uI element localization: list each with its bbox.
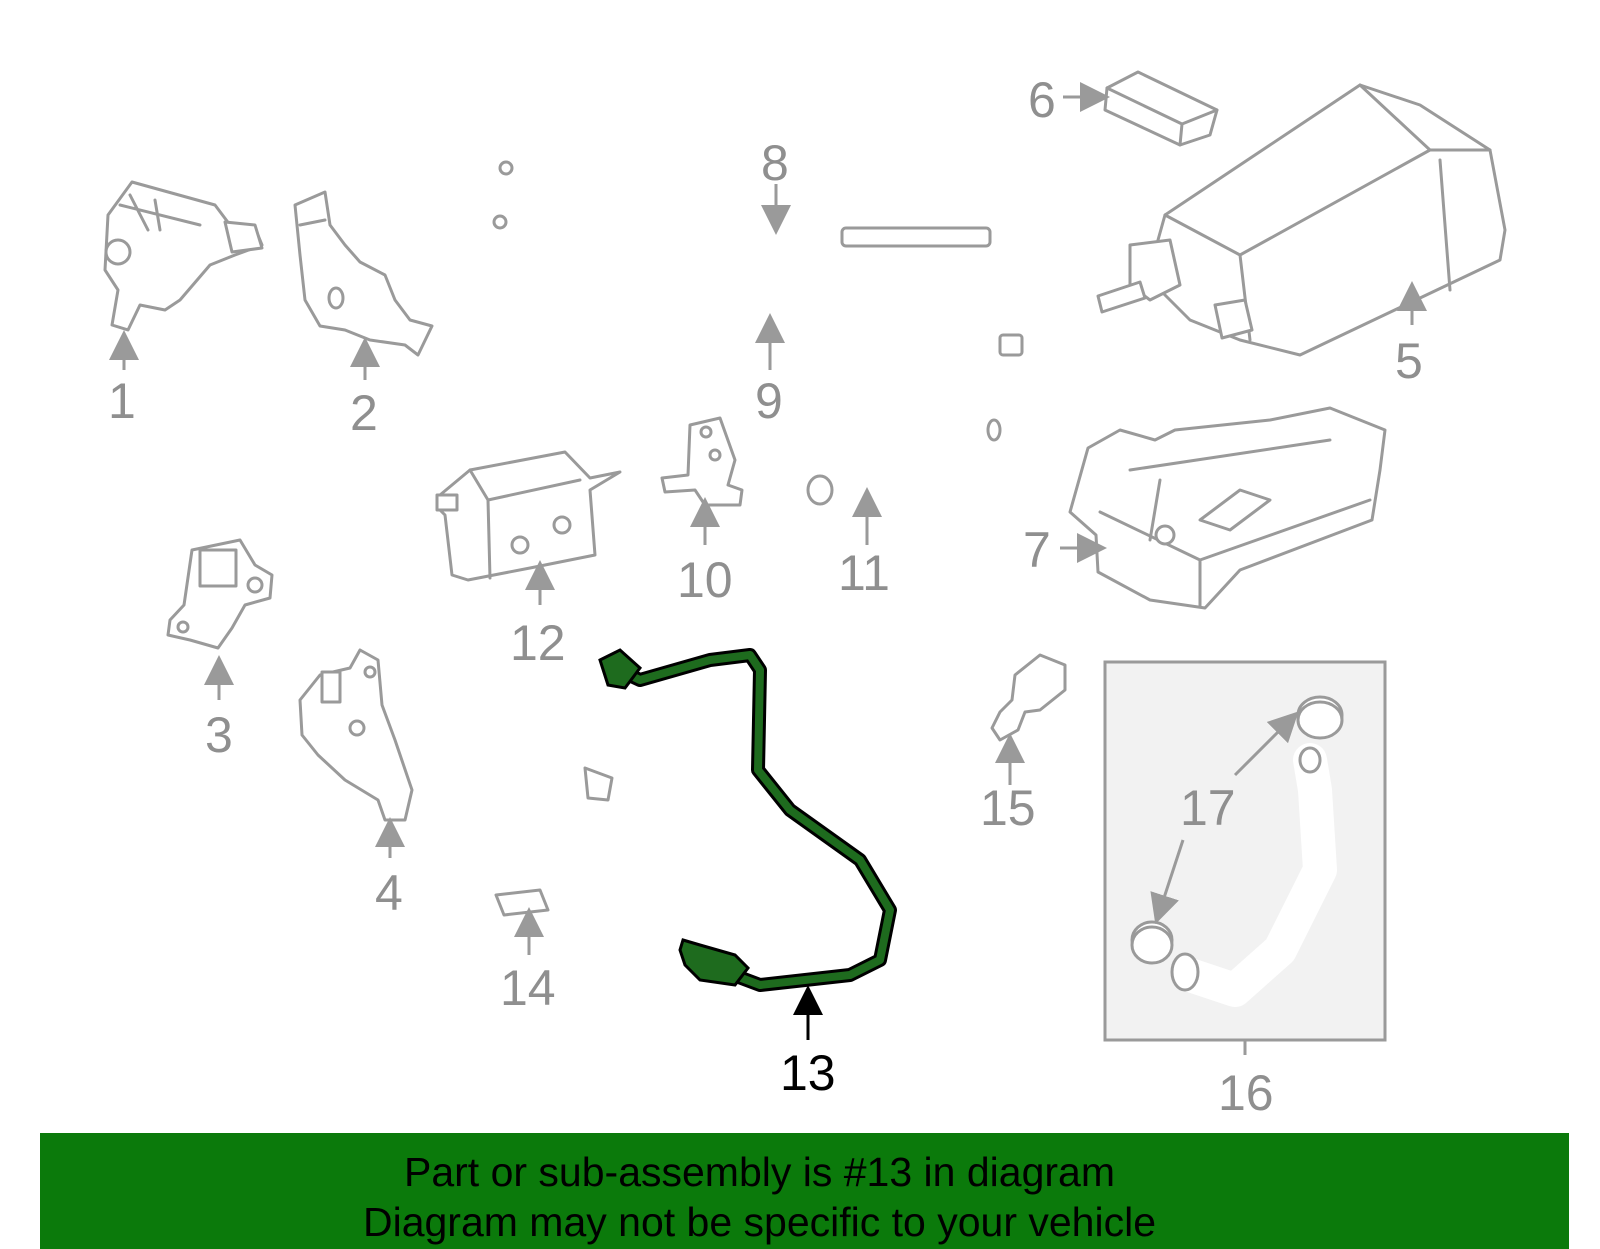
part-14-oxygen-sensor bbox=[494, 757, 614, 917]
callout-label-8: 8 bbox=[761, 135, 789, 191]
callout-14: 14 bbox=[500, 907, 556, 1016]
part-4-valve bbox=[298, 648, 414, 822]
callout-10: 10 bbox=[677, 497, 733, 608]
banner-line-1: Part or sub-assembly is #13 in diagram bbox=[404, 1149, 1115, 1195]
callout-label-6: 6 bbox=[1028, 72, 1056, 128]
callout-13: 13 bbox=[780, 985, 836, 1101]
callout-6: 6 bbox=[1028, 72, 1110, 128]
callout-15: 15 bbox=[980, 733, 1036, 836]
part-11-hose bbox=[806, 418, 1002, 506]
callout-label-7: 7 bbox=[1023, 522, 1051, 578]
part-12-module bbox=[435, 450, 622, 582]
part-10-valve bbox=[660, 416, 744, 507]
callout-17: 17 bbox=[1150, 711, 1299, 925]
callout-1: 1 bbox=[108, 330, 139, 429]
callout-8: 8 bbox=[761, 135, 791, 235]
callout-label-14: 14 bbox=[500, 960, 556, 1016]
part-13-oxygen-sensor bbox=[598, 648, 897, 992]
callout-label-4: 4 bbox=[375, 865, 403, 921]
callout-7: 7 bbox=[1023, 522, 1107, 578]
part-2-bracket bbox=[293, 190, 434, 357]
callout-9: 9 bbox=[755, 313, 785, 429]
part-17-clamp bbox=[1130, 695, 1344, 965]
part-16-hose-kit bbox=[1103, 660, 1387, 1042]
callout-11: 11 bbox=[838, 487, 890, 601]
callout-label-16: 16 bbox=[1218, 1065, 1274, 1121]
callout-3: 3 bbox=[204, 655, 234, 763]
callout-5: 5 bbox=[1395, 281, 1427, 389]
part-6-filter bbox=[1103, 70, 1219, 147]
callout-16: 16 bbox=[1218, 1040, 1274, 1121]
callout-label-2: 2 bbox=[350, 385, 378, 441]
callout-12: 12 bbox=[510, 560, 566, 671]
part-7-tray bbox=[1068, 406, 1387, 610]
callout-2: 2 bbox=[350, 337, 380, 441]
part-9-tube bbox=[492, 214, 1024, 357]
callout-label-13: 13 bbox=[780, 1045, 836, 1101]
part-8-tube bbox=[498, 160, 1043, 248]
callout-label-3: 3 bbox=[205, 707, 233, 763]
banner-line-2: Diagram may not be specific to your vehi… bbox=[362, 1199, 1156, 1245]
callout-label-12: 12 bbox=[510, 615, 566, 671]
callout-label-10: 10 bbox=[677, 552, 733, 608]
part-15-valve bbox=[990, 653, 1067, 742]
callout-label-9: 9 bbox=[755, 373, 783, 429]
callout-label-5: 5 bbox=[1395, 333, 1423, 389]
info-banner: Part or sub-assembly is #13 in diagram D… bbox=[40, 1133, 1569, 1249]
callout-label-11: 11 bbox=[838, 545, 890, 601]
callout-label-15: 15 bbox=[980, 780, 1036, 836]
callout-label-17: 17 bbox=[1180, 780, 1236, 836]
part-1-valve bbox=[103, 180, 264, 332]
callout-4: 4 bbox=[375, 817, 405, 921]
callout-label-1: 1 bbox=[108, 373, 136, 429]
part-3-sensor bbox=[166, 538, 274, 650]
